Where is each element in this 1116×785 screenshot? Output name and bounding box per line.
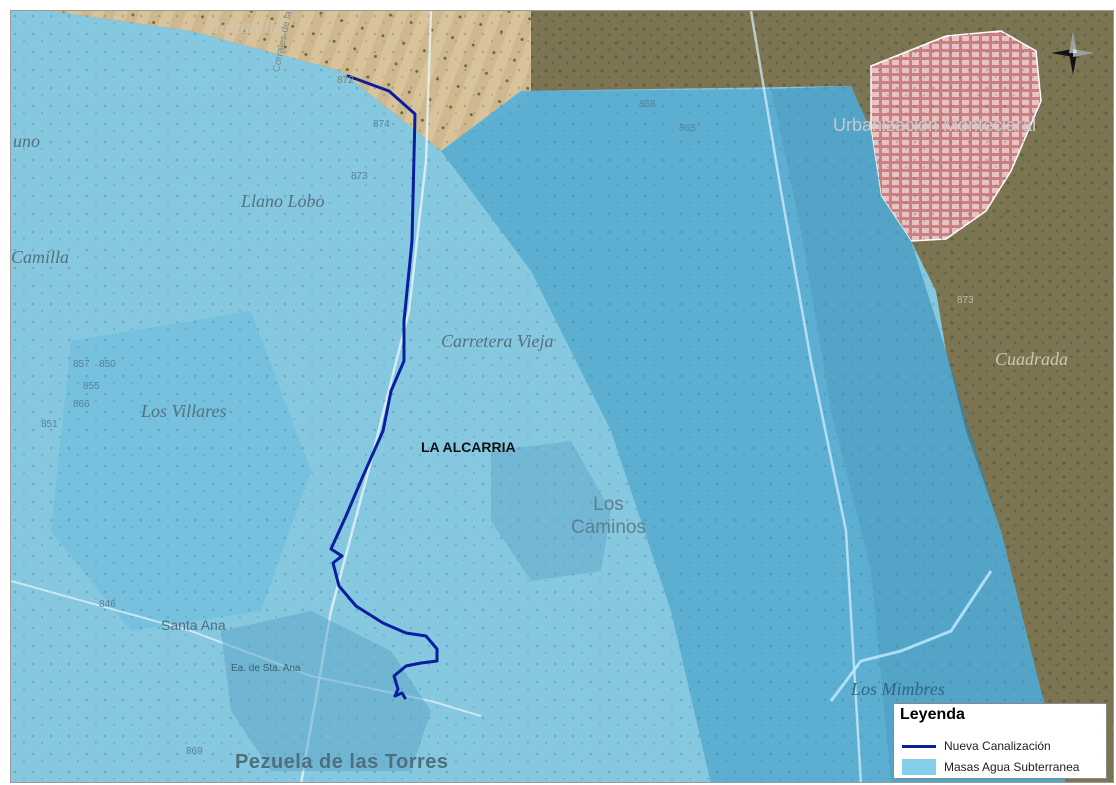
aquifer-fill-swatch: [902, 759, 936, 775]
place-label-carretera-vieja: Carretera Vieja: [441, 331, 554, 351]
legend-title: Leyenda: [900, 706, 965, 723]
contour-label: 873: [957, 295, 974, 306]
place-label-los-mimbres: Los Mimbres: [851, 679, 945, 699]
legend-item: Nueva Canalización: [900, 737, 1105, 755]
contour-label: 857: [73, 359, 90, 370]
map-view[interactable]: Hortanilla Corrales de las Molinas 872 8…: [10, 10, 1114, 783]
legend-item: Masas Agua Subterranea: [900, 758, 1105, 776]
place-label-urbanizacion: Urbanización Monteclaral: [833, 115, 1037, 135]
north-arrow-icon: [1051, 31, 1095, 75]
town-los-caminos: [491, 441, 611, 581]
contour-label: 851: [41, 419, 58, 430]
contour-label: 874: [373, 119, 390, 130]
place-label-camilla: Camilla: [11, 247, 70, 267]
contour-label: 865: [679, 123, 696, 134]
place-label-los-caminos: Los Caminos: [571, 494, 646, 538]
place-label-cuadrada: Cuadrada: [995, 349, 1069, 369]
aquifer-texture: [11, 11, 1113, 782]
contour-label: 869: [186, 746, 203, 757]
place-label-llano-lobo: Llano Lobo: [241, 191, 325, 211]
region-label: LA ALCARRIA: [421, 439, 516, 455]
place-label-los-villares: Los Villares: [141, 401, 227, 421]
contour-label: 850: [99, 359, 116, 370]
place-label-pezuela: Pezuela de las Torres: [235, 751, 449, 773]
contour-label: 846: [99, 599, 116, 610]
legend-item-label: Nueva Canalización: [944, 739, 1051, 753]
contour-label: 873: [351, 171, 368, 182]
place-label-ermita: Ea. de Sta. Ana: [231, 663, 301, 674]
contour-label: 855: [83, 381, 100, 392]
place-label-uno: uno: [13, 131, 40, 151]
canal-line: [329, 74, 439, 700]
canal-line-swatch: [902, 745, 936, 748]
map-canvas[interactable]: [11, 11, 1114, 783]
legend-item-label: Masas Agua Subterranea: [944, 760, 1080, 774]
place-label-santa-ana: Santa Ana: [161, 617, 226, 633]
contour-label: 858: [639, 99, 656, 110]
road-east: [749, 11, 863, 782]
contour-label: 866: [73, 399, 90, 410]
stream: [829, 570, 993, 702]
town-pezuela: [221, 611, 431, 771]
contour-label: 872: [337, 75, 354, 86]
map-legend: Leyenda Nueva Canalización Masas Agua Su…: [893, 703, 1107, 779]
place-label-hontanilla: Hortanilla: [207, 17, 284, 37]
